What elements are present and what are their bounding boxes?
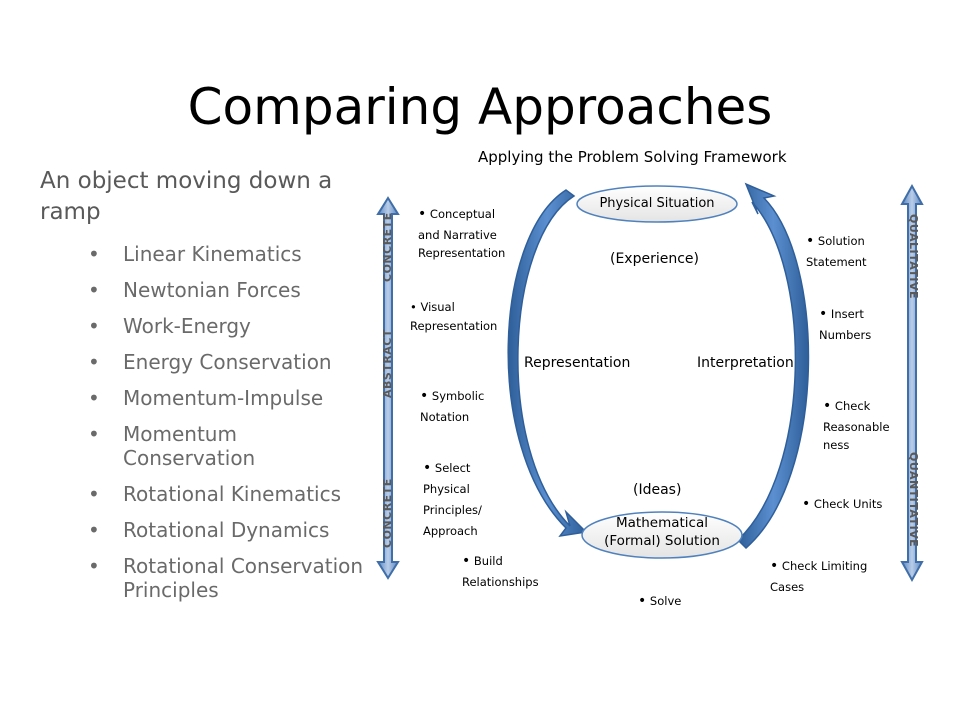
note-insert-numbers: • Insert Numbers	[819, 306, 872, 342]
ideas-label: (Ideas)	[633, 482, 682, 498]
quantitative-label: QUANTITATIVE	[907, 452, 920, 548]
representation-arrow	[507, 189, 588, 538]
approach-item: Momentum Conservation	[88, 422, 368, 470]
note-visual: • Visual Representation	[410, 300, 498, 333]
representation-label: Representation	[524, 355, 631, 371]
approach-item: Linear Kinematics	[88, 242, 368, 266]
physical-situation-node	[576, 185, 738, 223]
diagram-heading: Applying the Problem Solving Framework	[478, 148, 787, 166]
approach-item: Energy Conservation	[88, 350, 368, 374]
note-check-units: • Check Units	[802, 496, 883, 512]
mathematical-solution-node	[581, 511, 743, 559]
experience-label: (Experience)	[610, 251, 699, 267]
mathematical-label-1: Mathematical	[616, 515, 708, 531]
approach-item: Rotational Conservation Principles	[88, 554, 368, 602]
approach-item: Rotational Dynamics	[88, 518, 368, 542]
mathematical-label-2: (Formal) Solution	[604, 533, 720, 549]
note-symbolic: • Symbolic Notation	[420, 388, 485, 424]
approach-item: Rotational Kinematics	[88, 482, 368, 506]
note-build: • Build Relationships	[462, 553, 539, 589]
note-select: • Select Physical Principles/ Approach	[423, 460, 482, 538]
note-check-reasonableness: • Check Reasonable ness	[823, 398, 890, 452]
qualitative-quantitative-axis	[900, 183, 924, 583]
note-solve: • Solve	[638, 593, 682, 609]
concrete-bottom-label: CONCRETE	[381, 478, 394, 548]
approach-list: Linear KinematicsNewtonian ForcesWork-En…	[88, 242, 368, 614]
approach-item: Work-Energy	[88, 314, 368, 338]
note-solution-statement: • Solution Statement	[806, 233, 867, 269]
slide-title: Comparing Approaches	[187, 78, 773, 136]
abstract-label: ABSTRACT	[381, 329, 394, 398]
slide-subtitle: An object moving down a ramp	[40, 168, 333, 225]
interpretation-label: Interpretation	[697, 355, 794, 371]
qualitative-label: QUALITATIVE	[907, 214, 920, 299]
approach-item: Momentum-Impulse	[88, 386, 368, 410]
concrete-abstract-axis	[376, 196, 400, 580]
concrete-top-label: CONCRETE	[381, 212, 394, 282]
approach-item: Newtonian Forces	[88, 278, 368, 302]
note-conceptual: • Conceptual and Narrative Representatio…	[418, 206, 506, 260]
interpretation-arrow	[736, 182, 810, 550]
note-check-limiting-cases: • Check Limiting Cases	[770, 558, 868, 594]
physical-situation-label: Physical Situation	[599, 196, 715, 211]
